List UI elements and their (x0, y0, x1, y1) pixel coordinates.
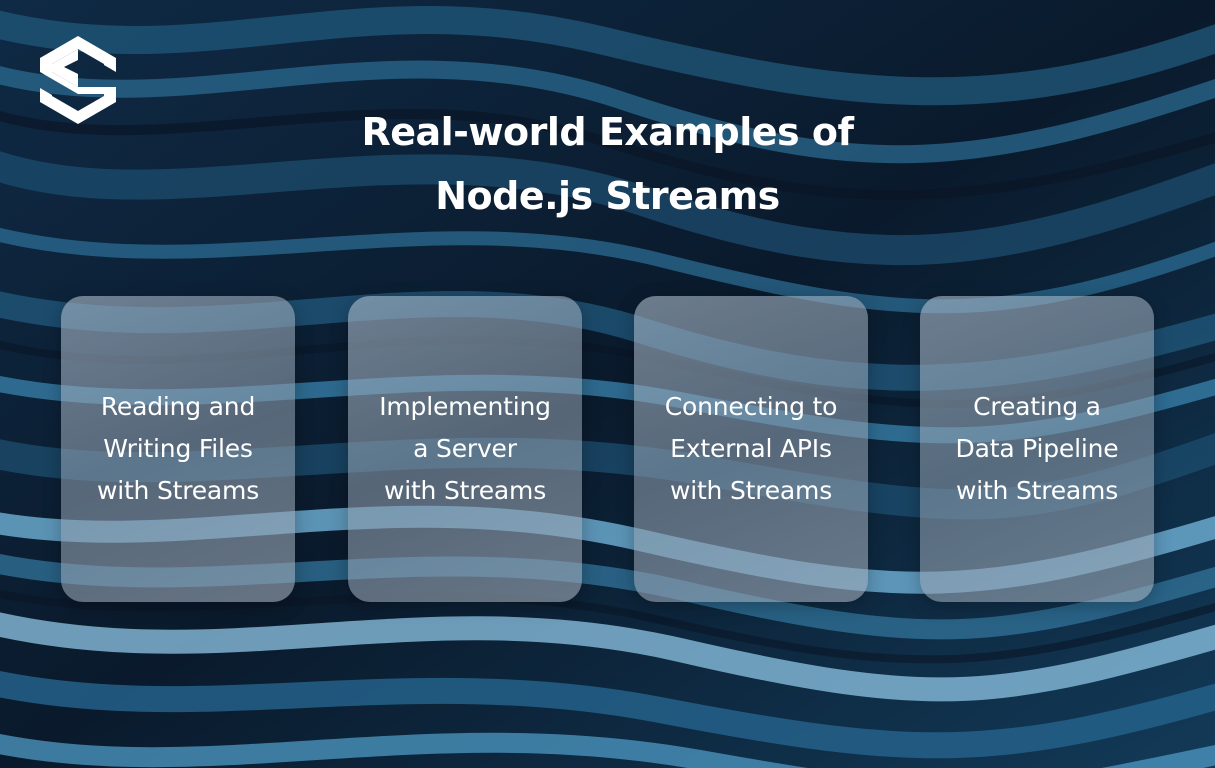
s-logo-icon (38, 34, 118, 126)
card-implementing-server: Implementing a Server with Streams (348, 296, 582, 602)
card-data-pipeline: Creating a Data Pipeline with Streams (920, 296, 1154, 602)
card-line: a Server (413, 434, 517, 463)
card-text: Connecting to External APIs with Streams (661, 386, 841, 512)
card-line: with Streams (669, 476, 833, 505)
card-line: Writing Files (103, 434, 253, 463)
card-text: Implementing a Server with Streams (375, 386, 555, 512)
card-line: with Streams (383, 476, 547, 505)
card-line: External APIs (670, 434, 832, 463)
title-line-2: Node.js Streams (435, 174, 780, 218)
card-line: with Streams (955, 476, 1119, 505)
card-line: Connecting to (664, 392, 838, 421)
card-connecting-external-apis: Connecting to External APIs with Streams (634, 296, 868, 602)
card-text: Reading and Writing Files with Streams (93, 386, 263, 512)
card-line: Implementing (379, 392, 551, 421)
card-line: Creating a (973, 392, 1101, 421)
card-reading-writing-files: Reading and Writing Files with Streams (61, 296, 295, 602)
title-line-1: Real-world Examples of (361, 110, 854, 154)
card-line: with Streams (96, 476, 260, 505)
card-line: Data Pipeline (955, 434, 1119, 463)
card-text: Creating a Data Pipeline with Streams (952, 386, 1123, 512)
page-title: Real-world Examples of Node.js Streams (0, 100, 1215, 228)
card-line: Reading and (100, 392, 256, 421)
